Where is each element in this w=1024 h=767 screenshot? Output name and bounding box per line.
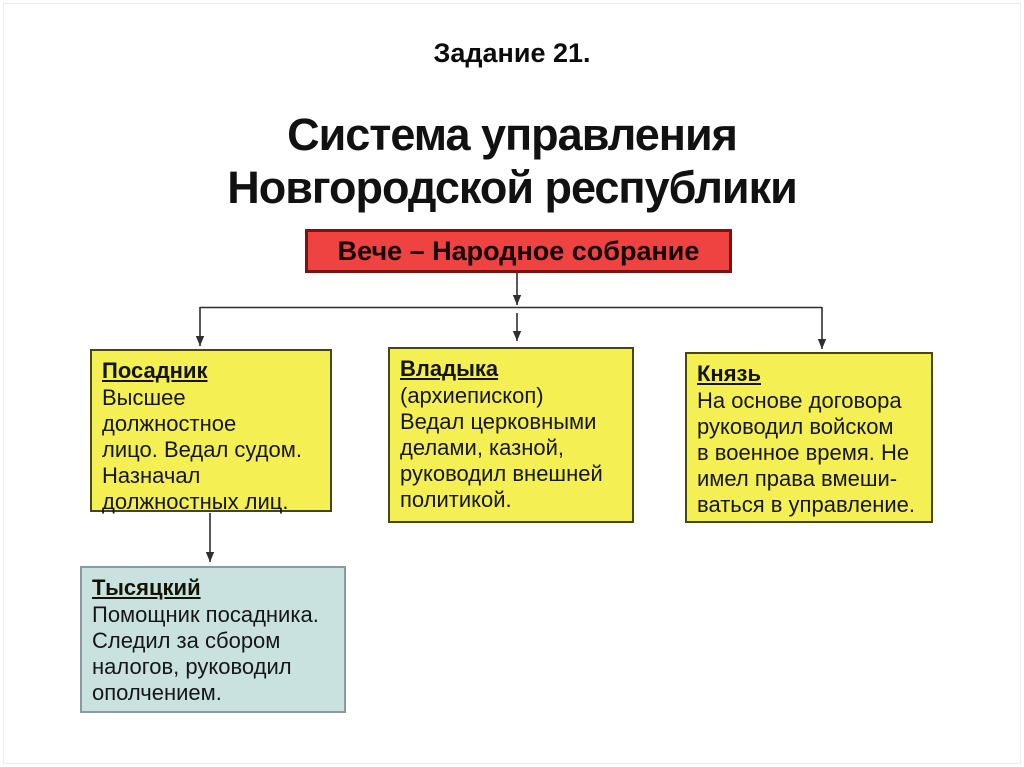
tysyatsky-node: Тысяцкий Помощник посадника. Следил за с… xyxy=(80,566,346,713)
diagram-title: Система управления Новгородской республи… xyxy=(0,108,1024,214)
vladyka-node: Владыка (архиепископ) Ведал церковными д… xyxy=(388,347,634,523)
knyaz-description: На основе договора руководил войском в в… xyxy=(697,388,915,517)
tysyatsky-heading: Тысяцкий xyxy=(92,575,201,600)
task-title: Задание 21. xyxy=(433,38,591,68)
diagram-title-line1: Система управления xyxy=(287,109,738,160)
knyaz-node: Князь На основе договора руководил войск… xyxy=(685,352,933,523)
vladyka-heading: Владыка xyxy=(400,356,499,381)
veche-node: Вече – Народное собрание xyxy=(305,229,732,273)
posadnik-node: Посадник Высшее должностное лицо. Ведал … xyxy=(90,349,332,514)
diagram-title-line2: Новгородской республики xyxy=(227,162,798,213)
posadnik-description: Высшее должностное лицо. Ведал судом. На… xyxy=(102,385,302,514)
vladyka-description: (архиепископ) Ведал церковными делами, к… xyxy=(400,383,603,512)
veche-label: Вече – Народное собрание xyxy=(337,235,700,266)
knyaz-heading: Князь xyxy=(697,361,762,386)
tysyatsky-description: Помощник посадника. Следил за сбором нал… xyxy=(92,602,319,705)
posadnik-heading: Посадник xyxy=(102,358,208,383)
